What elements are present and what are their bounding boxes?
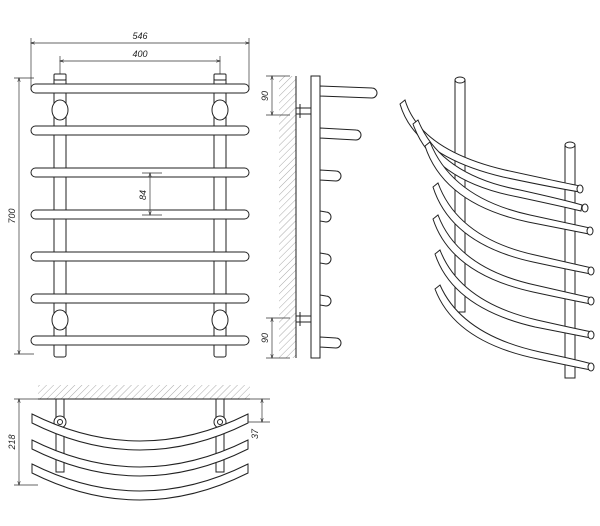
dim-depth: 218 bbox=[7, 434, 17, 450]
isometric-view bbox=[399, 76, 595, 379]
side-rail-stubs bbox=[319, 85, 378, 349]
side-view: 90 90 bbox=[260, 75, 378, 359]
dim-bottom-offset: 90 bbox=[260, 333, 270, 343]
top-view: 218 37 bbox=[7, 385, 270, 501]
dim-mount-spacing: 400 bbox=[132, 49, 147, 59]
dim-overall-height: 700 bbox=[7, 208, 17, 223]
dim-overall-width: 546 bbox=[132, 31, 147, 41]
dim-top-offset: 90 bbox=[260, 91, 270, 101]
top-view-rails bbox=[31, 413, 249, 501]
dim-wall-offset: 37 bbox=[250, 428, 260, 439]
front-rails bbox=[30, 83, 250, 346]
front-view: 546 400 700 bbox=[7, 31, 250, 358]
dim-rail-pitch: 84 bbox=[138, 190, 148, 200]
isometric-rails bbox=[399, 99, 593, 371]
